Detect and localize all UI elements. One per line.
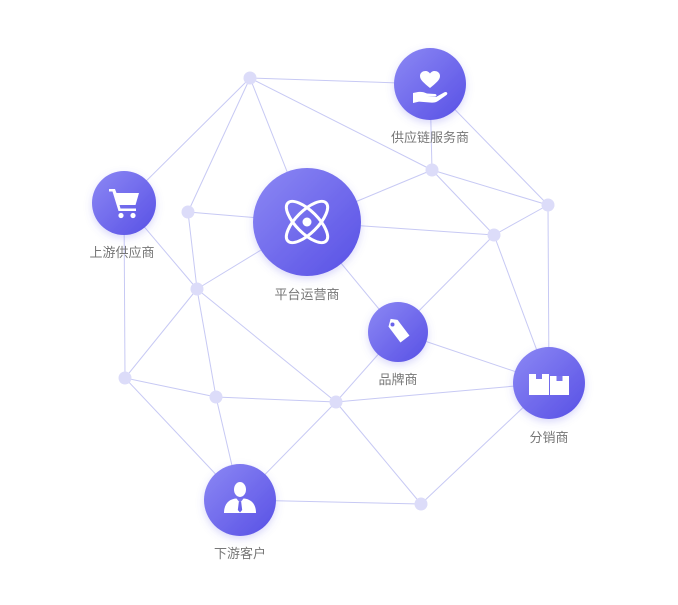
- edge: [215, 396, 337, 403]
- node-label: 下游客户: [214, 546, 266, 562]
- edge: [124, 288, 198, 379]
- edge: [196, 288, 217, 398]
- junction-dot: [190, 282, 204, 296]
- shopping-cart-icon: [109, 189, 139, 219]
- customer-icon: [224, 482, 256, 513]
- atom-icon: [284, 199, 330, 245]
- node-brand: 品牌商: [368, 302, 428, 388]
- node-label: 上游供应商: [89, 245, 154, 261]
- price-tag-icon: [388, 318, 410, 343]
- junction-dot: [425, 163, 439, 177]
- junction-dot: [118, 371, 132, 385]
- node-supply-chain: 供应链服务商: [391, 48, 469, 146]
- node-label: 品牌商: [378, 372, 417, 388]
- edge: [187, 77, 251, 213]
- heart-hand-icon: [413, 71, 448, 103]
- edge: [493, 204, 549, 236]
- junction-dot: [329, 395, 343, 409]
- edge: [431, 169, 495, 236]
- node-label: 分销商: [529, 431, 568, 446]
- junction-dot: [181, 205, 195, 219]
- node-label: 供应链服务商: [391, 130, 469, 146]
- edge: [431, 169, 549, 206]
- junction-dots: [118, 71, 555, 511]
- junction-dot: [243, 71, 257, 85]
- node-downstream: 下游客户: [204, 464, 276, 562]
- boxes-icon: [529, 374, 569, 395]
- junction-dot: [414, 497, 428, 511]
- junction-dot: [487, 228, 501, 242]
- junction-dot: [541, 198, 555, 212]
- edge: [187, 211, 198, 290]
- node-upstream: 上游供应商: [89, 171, 156, 261]
- node-platform: 平台运营商: [253, 168, 361, 303]
- node-label: 平台运营商: [274, 288, 339, 303]
- edge: [335, 401, 422, 505]
- edge: [249, 77, 433, 171]
- node-distributor: 分销商: [513, 347, 585, 446]
- junction-dot: [209, 390, 223, 404]
- edge: [124, 377, 217, 398]
- edge: [196, 288, 337, 403]
